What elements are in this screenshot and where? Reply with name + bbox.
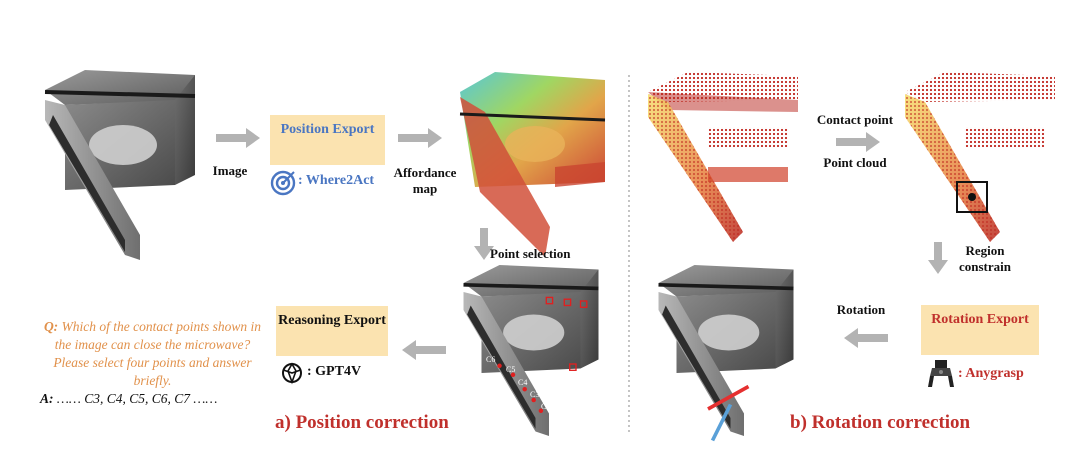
position-correction-caption: a) Position correction: [275, 412, 449, 433]
point-label-c5: C5: [506, 365, 516, 374]
arrow-right-icon: [836, 132, 880, 152]
gripper-icon: [928, 360, 954, 387]
point-label-c3: C3: [530, 390, 540, 399]
answer-text: A: …… C3, C4, C5, C6, C7 ……: [40, 390, 265, 408]
image-label: Image: [212, 163, 248, 178]
reasoning-export-label: Reasoning Export: [278, 313, 386, 328]
answer-prefix: A:: [40, 391, 54, 406]
arrow-down-icon: [474, 228, 494, 260]
point-selection-image: [461, 263, 601, 438]
point-cloud-image: [648, 72, 798, 242]
arrow-down-icon: [928, 242, 948, 274]
point-label-c7: C7: [541, 402, 551, 411]
input-microwave-image: [43, 68, 197, 262]
target-icon: [270, 170, 296, 196]
region-constrain-label: Region constrain: [959, 243, 1011, 274]
question-text: Q: Which of the contact points shown in …: [40, 318, 265, 390]
openai-icon: [282, 362, 302, 385]
position-export-box: Position Export: [270, 115, 385, 165]
rotation-export-label: Rotation Export: [931, 312, 1029, 327]
contact-point-label: Contact point: [816, 112, 894, 127]
anygrasp-label: : Anygrasp: [958, 366, 1024, 381]
contact-point-cloud-image: [905, 72, 1055, 242]
arrow-right-icon: [216, 128, 260, 148]
rotation-label: Rotation: [836, 302, 886, 317]
arrow-right-icon: [398, 128, 442, 148]
gpt4v-label: : GPT4V: [307, 364, 362, 379]
answer-body: …… C3, C4, C5, C6, C7 ……: [56, 391, 218, 406]
rotation-correction-caption: b) Rotation correction: [790, 412, 971, 433]
affordance-map-label: Affordance map: [393, 165, 457, 196]
point-label-c4: C4: [518, 378, 528, 387]
position-export-label: Position Export: [280, 122, 375, 137]
arrow-left-icon: [402, 340, 446, 360]
question-body: Which of the contact points shown in the…: [53, 319, 262, 388]
section-divider: [628, 75, 630, 435]
arrow-left-icon: [844, 328, 888, 348]
rotation-export-box: Rotation Export: [921, 305, 1039, 355]
point-label-c6: C6: [486, 355, 496, 364]
reasoning-export-box: Reasoning Export: [276, 306, 388, 356]
rotation-result-image: [656, 263, 796, 442]
where2act-label: : Where2Act: [298, 173, 375, 188]
question-prefix: Q:: [43, 319, 59, 334]
point-selection-label: Point selection: [490, 246, 571, 261]
point-cloud-label: Point cloud: [823, 155, 887, 170]
affordance-map-image: [459, 72, 606, 257]
